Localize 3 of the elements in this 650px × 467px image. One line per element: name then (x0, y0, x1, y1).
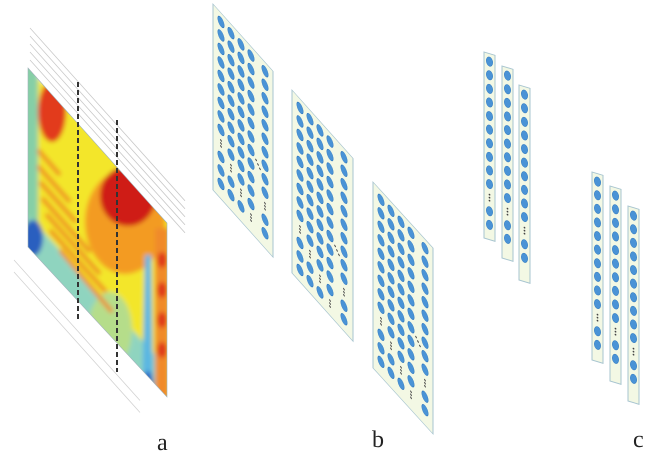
panel-label: c (633, 428, 644, 452)
panel-label: a (157, 431, 168, 455)
panel-label: b (372, 428, 384, 452)
